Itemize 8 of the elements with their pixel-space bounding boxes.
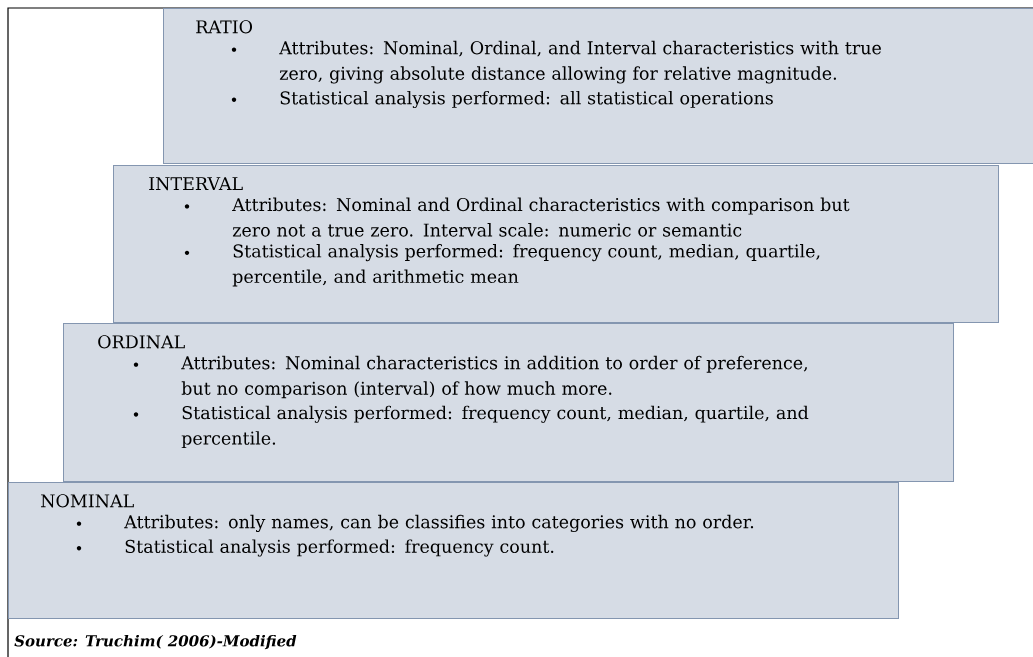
level-box: INTERVAL Attributes: Nominal and Ordinal characteristics with comparison but zero not a true zero. Interval scale: numeric or semantic Statistical analysis performed: frequency count, median, quartile, percentile, and arithmetic mean (113, 165, 999, 323)
node-label: RATIO (196, 20, 253, 34)
source-note: Source: Truchim( 2006)-Modified (14, 634, 297, 650)
node-label: Statistical analysis performed: all statistical operations (280, 90, 773, 109)
level-box: ORDINAL Attributes: Nominal characteristics in addition to order of preference, but no comparison (interval) of how much more. Statistical analysis performed: frequency count, median, quartile, and percentile. (63, 323, 954, 482)
node-label: Attributes: Nominal, Ordinal, and Interval characteristics with true zero, giving absolute distance allowing for relative magnitude. (279, 40, 881, 84)
level-box: RATIO Attributes: Nominal, Ordinal, and Interval characteristics with true zero, giving absolute distance allowing for relative magnitude. Statistical analysis performed: all statistical operations (163, 8, 1033, 164)
level-box: NOMINAL Attributes: only names, can be classifies into categories with no order. Statistical analysis performed: frequency count. (8, 482, 899, 619)
